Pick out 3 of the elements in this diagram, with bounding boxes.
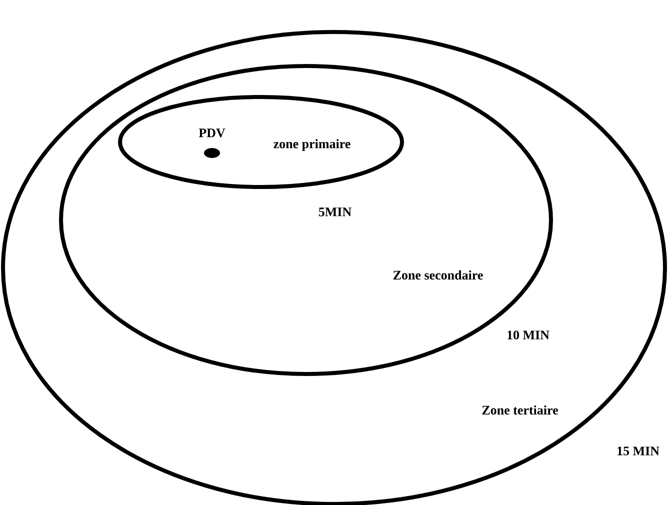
time-label: 10 MIN (508, 330, 550, 340)
time-label: 5MIN (318, 208, 352, 216)
time-label: 15 MIN (618, 446, 660, 456)
